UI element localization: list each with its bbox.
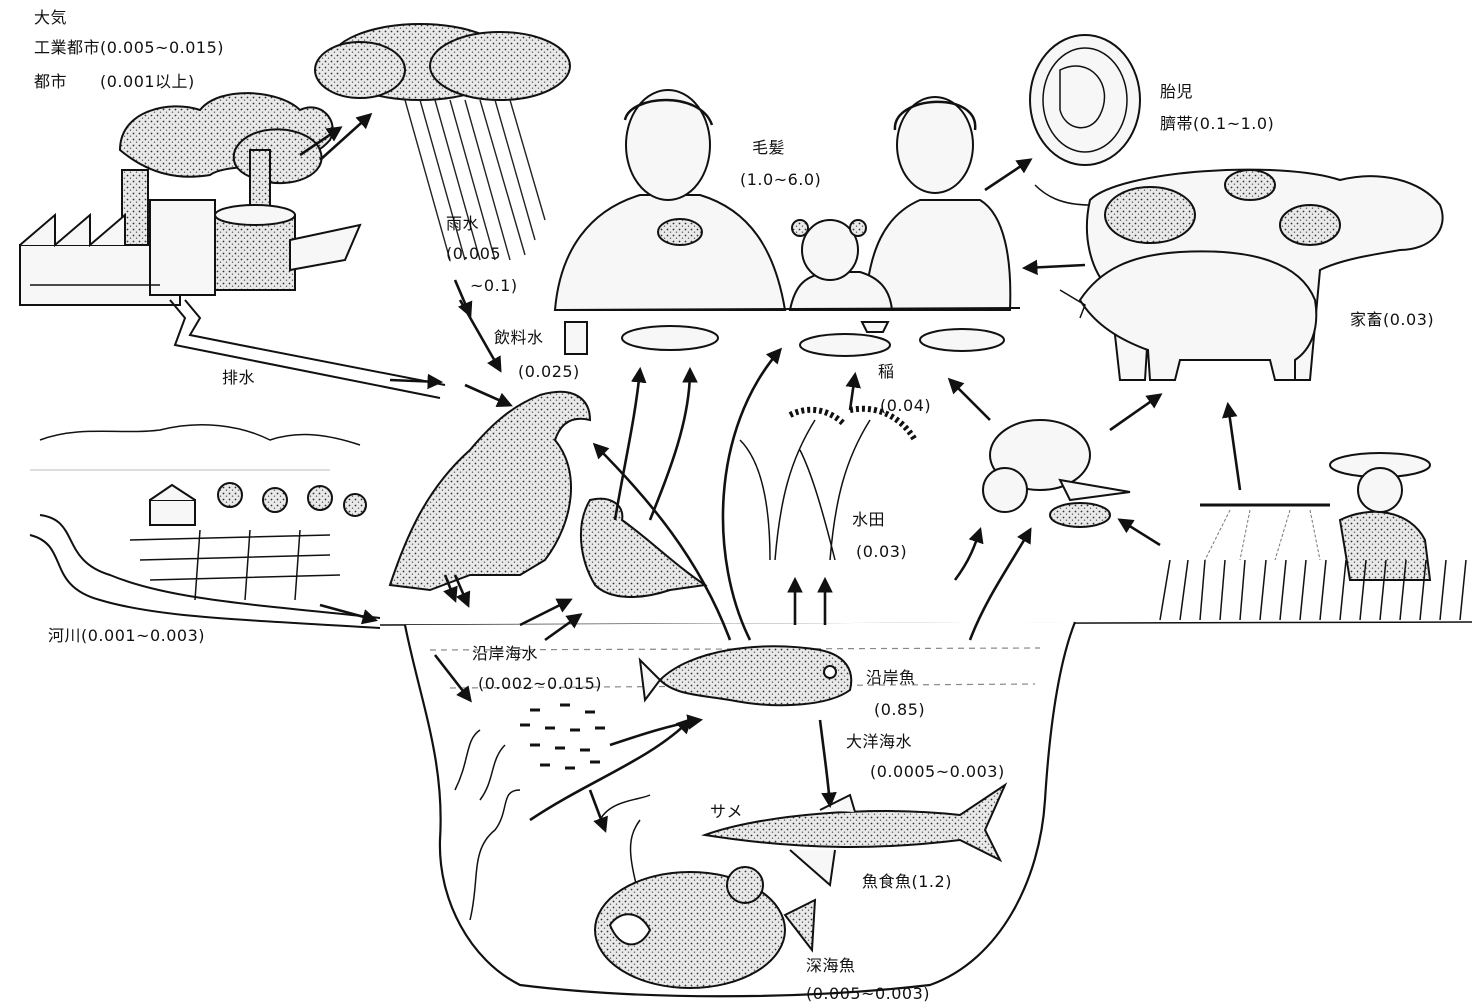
label-city: 都市 (0.001以上) — [34, 72, 195, 92]
label-coastal-fish: 沿岸魚 — [866, 668, 916, 688]
label-coastal-seawater-value: (0.002~0.015) — [478, 674, 602, 694]
label-hair-value: (1.0~6.0) — [740, 170, 821, 190]
label-paddy: 水田 — [852, 510, 885, 530]
label-paddy-value: (0.03) — [856, 542, 907, 562]
label-rice-value: (0.04) — [880, 396, 931, 416]
label-rain-value-2: ~0.1) — [470, 276, 518, 296]
label-drinking-water: 飲料水 — [494, 328, 544, 348]
rain-lines — [405, 100, 545, 260]
label-fetus: 胎児 — [1160, 82, 1193, 102]
label-hair: 毛髪 — [752, 138, 785, 158]
label-ocean-seawater-value: (0.0005~0.003) — [870, 762, 1005, 782]
label-coastal-seawater: 沿岸海水 — [472, 644, 538, 664]
label-umbilical-cord: 臍帯(0.1~1.0) — [1160, 114, 1274, 134]
smog-cloud — [315, 24, 570, 100]
label-rain-value-1: (0.005 — [446, 244, 501, 264]
label-atmosphere: 大気 — [34, 8, 67, 28]
farmer — [1160, 453, 1466, 620]
label-ocean-seawater: 大洋海水 — [846, 732, 912, 752]
label-piscivorous-fish: 魚食魚(1.2) — [862, 872, 952, 892]
label-coastal-fish-value: (0.85) — [874, 700, 925, 720]
mother — [865, 97, 1010, 310]
fetus-womb — [1030, 35, 1140, 165]
vegetables — [983, 420, 1130, 527]
father — [555, 90, 785, 310]
small-bird — [581, 499, 705, 597]
label-industrial-city: 工業都市(0.005~0.015) — [34, 38, 224, 58]
drainage-pipe — [170, 300, 445, 398]
label-deep-sea-fish-value: (0.005~0.003) — [806, 984, 930, 1004]
factory-smoke — [120, 93, 333, 183]
label-drinking-water-value: (0.025) — [518, 362, 580, 382]
label-livestock: 家畜(0.03) — [1350, 310, 1434, 330]
label-rain: 雨水 — [446, 214, 479, 234]
countryside — [30, 425, 380, 628]
label-shark: サメ — [710, 802, 743, 822]
label-deep-sea-fish: 深海魚 — [806, 956, 856, 976]
rice-plants — [740, 409, 915, 560]
eagle — [390, 392, 590, 590]
dining-table — [560, 308, 1020, 356]
label-rice: 稲 — [878, 362, 895, 382]
label-river: 河川(0.001~0.003) — [48, 626, 205, 646]
label-drainage: 排水 — [222, 368, 255, 388]
